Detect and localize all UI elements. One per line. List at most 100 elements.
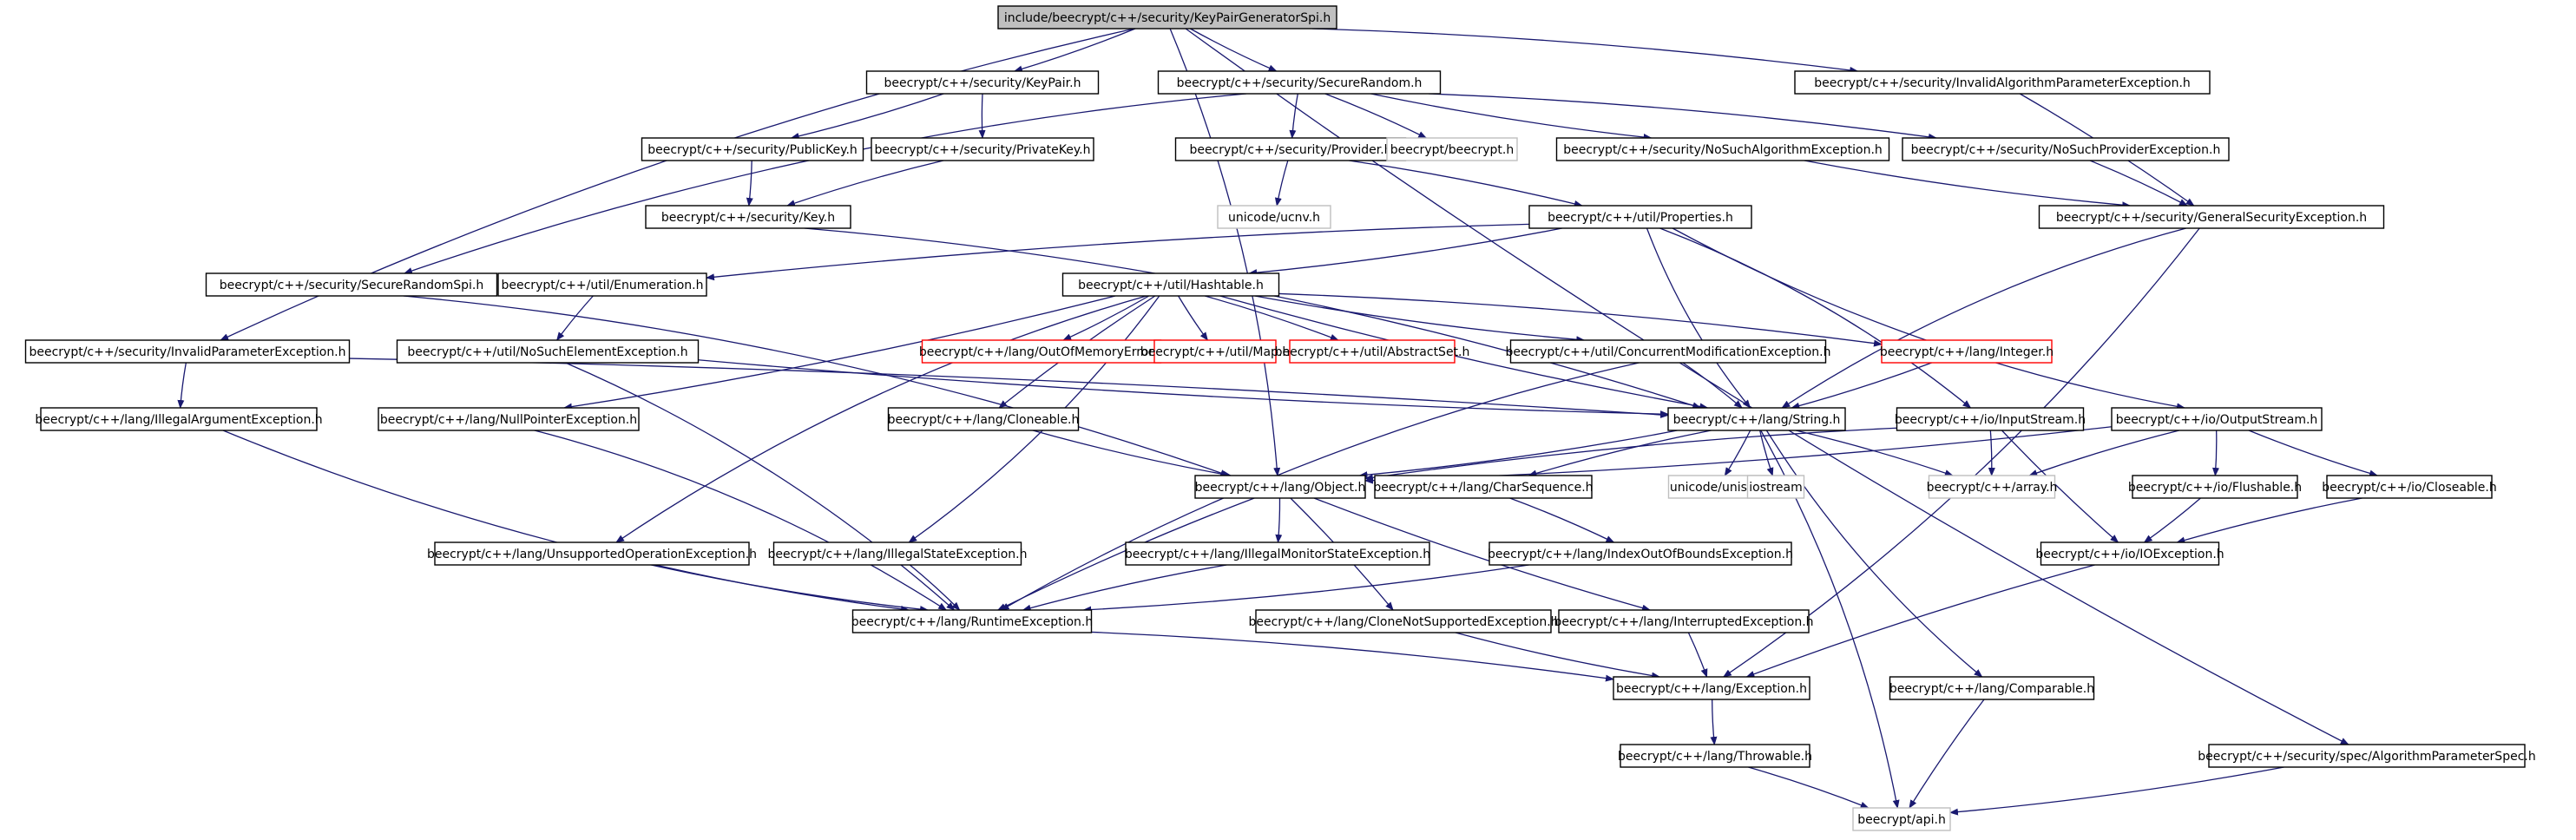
graph-node-properties[interactable]: beecrypt/c++/util/Properties.h [1528, 205, 1752, 229]
node-box [2326, 475, 2493, 499]
graph-node-api[interactable]: beecrypt/api.h [1852, 807, 1951, 831]
graph-node-enumeration[interactable]: beecrypt/c++/util/Enumeration.h [497, 272, 707, 297]
node-label: beecrypt/c++/lang/Comparable.h [1889, 682, 2094, 696]
node-box [1255, 609, 1552, 633]
node-label: beecrypt/c++/io/OutputStream.h [2116, 413, 2318, 427]
node-label: beecrypt/c++/lang/InterruptedException.h [1554, 615, 1813, 629]
node-box [871, 137, 1094, 161]
graph-node-nosuchalg[interactable]: beecrypt/c++/security/NoSuchAlgorithmExc… [1555, 137, 1890, 161]
graph-node-hashtable[interactable]: beecrypt/c++/util/Hashtable.h [1061, 272, 1280, 297]
node-label: beecrypt/c++/lang/NullPointerException.h [380, 413, 637, 427]
graph-node-beecrypth[interactable]: beecrypt/beecrypt.h [1386, 137, 1518, 161]
graph-node-string[interactable]: beecrypt/c++/lang/String.h [1667, 407, 1846, 431]
edge-securerandom-to-provider [1289, 93, 1298, 139]
graph-node-outputstream[interactable]: beecrypt/c++/io/OutputStream.h [2111, 407, 2323, 431]
edge-runtimeexc-to-exception [1091, 631, 1614, 682]
node-label: beecrypt/c++/io/InputStream.h [1895, 413, 2086, 427]
graph-node-charseq[interactable]: beecrypt/c++/lang/CharSequence.h [1373, 475, 1594, 499]
graph-node-exception[interactable]: beecrypt/c++/lang/Exception.h [1613, 676, 1810, 700]
node-box [1217, 205, 1331, 229]
node-box [1289, 339, 1456, 364]
graph-node-ucnv[interactable]: unicode/ucnv.h [1217, 205, 1331, 229]
graph-node-nullptr[interactable]: beecrypt/c++/lang/NullPointerException.h [378, 407, 640, 431]
node-box [1746, 475, 1805, 499]
node-label: beecrypt/c++/lang/CharSequence.h [1373, 481, 1593, 495]
graph-node-inputstream[interactable]: beecrypt/c++/io/InputStream.h [1895, 407, 2086, 431]
graph-node-privatekey[interactable]: beecrypt/c++/security/PrivateKey.h [871, 137, 1094, 161]
graph-node-outofmem[interactable]: beecrypt/c++/lang/OutOfMemoryError.h [919, 339, 1164, 364]
graph-node-closeable[interactable]: beecrypt/c++/io/Closeable.h [2322, 475, 2497, 499]
graph-node-root[interactable]: include/beecrypt/c++/security/KeyPairGen… [997, 5, 1337, 30]
node-label: beecrypt/c++/lang/IndexOutOfBoundsExcept… [1488, 548, 1793, 561]
graph-node-provider[interactable]: beecrypt/c++/security/Provider.h [1174, 137, 1407, 161]
edge-securerandom-to-securerandomspi [403, 93, 1247, 274]
graph-node-iostream[interactable]: iostream [1746, 475, 1805, 499]
edge-illegalstate-to-runtimeexc [909, 564, 961, 611]
graph-node-comparable[interactable]: beecrypt/c++/lang/Comparable.h [1889, 676, 2095, 700]
edge-exception-to-throwable [1710, 699, 1718, 745]
graph-node-gensecexc[interactable]: beecrypt/c++/security/GeneralSecurityExc… [2038, 205, 2385, 229]
graph-node-cloneable[interactable]: beecrypt/c++/lang/Cloneable.h [888, 407, 1080, 431]
graph-node-illegalarg[interactable]: beecrypt/c++/lang/IllegalArgumentExcepti… [35, 407, 323, 431]
edge-string-to-object [1358, 430, 1678, 479]
edge-interrupted-to-exception [1687, 632, 1708, 678]
graph-node-map[interactable]: beecrypt/c++/util/Map.h [1140, 339, 1291, 364]
graph-node-unsupported[interactable]: beecrypt/c++/lang/UnsupportedOperationEx… [427, 541, 757, 566]
graph-node-clonenotsup[interactable]: beecrypt/c++/lang/CloneNotSupportedExcep… [1248, 609, 1559, 633]
graph-node-keypair[interactable]: beecrypt/c++/security/KeyPair.h [865, 70, 1100, 95]
node-box [921, 339, 1162, 364]
graph-node-key[interactable]: beecrypt/c++/security/Key.h [645, 205, 851, 229]
graph-node-indexoob[interactable]: beecrypt/c++/lang/IndexOutOfBoundsExcept… [1488, 541, 1793, 566]
node-label: beecrypt/c++/lang/Throwable.h [1618, 750, 1812, 764]
node-box [772, 541, 1022, 566]
node-label: iostream [1749, 481, 1803, 495]
graph-node-concmod[interactable]: beecrypt/c++/util/ConcurrentModification… [1506, 339, 1831, 364]
node-label: include/beecrypt/c++/security/KeyPairGen… [1004, 11, 1331, 25]
edge-root-to-algparamspec [1185, 28, 2349, 745]
node-box [1667, 407, 1846, 431]
node-box [1157, 70, 1442, 95]
edge-inputstream-to-object [1364, 427, 1897, 482]
graph-node-invalidparam[interactable]: beecrypt/c++/security/InvalidParameterEx… [24, 339, 351, 364]
node-box [40, 407, 318, 431]
node-box [1852, 807, 1951, 831]
edge-gensecexc-to-string [1781, 227, 2186, 409]
graph-node-invalidalgparam[interactable]: beecrypt/c++/security/InvalidAlgorithmPa… [1794, 70, 2211, 95]
edge-publickey-to-key [746, 160, 753, 207]
node-box [1613, 676, 1810, 700]
edge-object-to-runtimeexc [996, 497, 1255, 611]
node-label: beecrypt/c++/lang/Cloneable.h [888, 413, 1080, 427]
graph-node-securerandom[interactable]: beecrypt/c++/security/SecureRandom.h [1157, 70, 1442, 95]
edge-nosuchalg-to-gensecexc [1804, 160, 2132, 209]
node-box [2038, 205, 2385, 229]
node-label: beecrypt/c++/lang/OutOfMemoryError.h [919, 345, 1164, 359]
graph-node-flushable[interactable]: beecrypt/c++/io/Flushable.h [2128, 475, 2302, 499]
graph-node-interrupted[interactable]: beecrypt/c++/lang/InterruptedException.h [1554, 609, 1814, 633]
graph-node-publickey[interactable]: beecrypt/c++/security/PublicKey.h [641, 137, 864, 161]
node-box [396, 339, 700, 364]
graph-node-integer[interactable]: beecrypt/c++/lang/Integer.h [1880, 339, 2054, 364]
graph-node-object[interactable]: beecrypt/c++/lang/Object.h [1194, 475, 1366, 499]
edge-hashtable-to-outofmem [1062, 295, 1150, 341]
graph-node-abstractset[interactable]: beecrypt/c++/util/AbstractSet.h [1275, 339, 1470, 364]
node-label: beecrypt/c++/util/NoSuchElementException… [407, 345, 687, 359]
edge-securerandom-to-beecrypth [1324, 93, 1428, 139]
node-label: beecrypt/c++/util/Hashtable.h [1078, 279, 1264, 292]
graph-node-nosuchelem[interactable]: beecrypt/c++/util/NoSuchElementException… [396, 339, 700, 364]
graph-node-securerandomspi[interactable]: beecrypt/c++/security/SecureRandomSpi.h [205, 272, 498, 297]
node-label: beecrypt/c++/security/SecureRandom.h [1177, 76, 1423, 90]
graph-node-nosuchprov[interactable]: beecrypt/c++/security/NoSuchProviderExce… [1902, 137, 2230, 161]
graph-node-algparamspec[interactable]: beecrypt/c++/security/spec/AlgorithmPara… [2198, 744, 2536, 768]
graph-node-throwable[interactable]: beecrypt/c++/lang/Throwable.h [1618, 744, 1812, 768]
edge-root-to-securerandom [1190, 28, 1278, 72]
graph-node-runtimeexc[interactable]: beecrypt/c++/lang/RuntimeException.h [851, 609, 1093, 633]
edge-throwable-to-api [1748, 766, 1870, 809]
graph-node-illegalstate[interactable]: beecrypt/c++/lang/IllegalStateException.… [768, 541, 1028, 566]
node-box [851, 609, 1093, 633]
graph-node-illegalmonitor[interactable]: beecrypt/c++/lang/IllegalMonitorStateExc… [1125, 541, 1430, 566]
node-box [1374, 475, 1593, 499]
graph-node-array[interactable]: beecrypt/c++/array.h [1927, 475, 2058, 499]
node-label: beecrypt/c++/security/spec/AlgorithmPara… [2198, 750, 2535, 764]
graph-node-ioexc[interactable]: beecrypt/c++/io/IOException.h [2035, 541, 2224, 566]
